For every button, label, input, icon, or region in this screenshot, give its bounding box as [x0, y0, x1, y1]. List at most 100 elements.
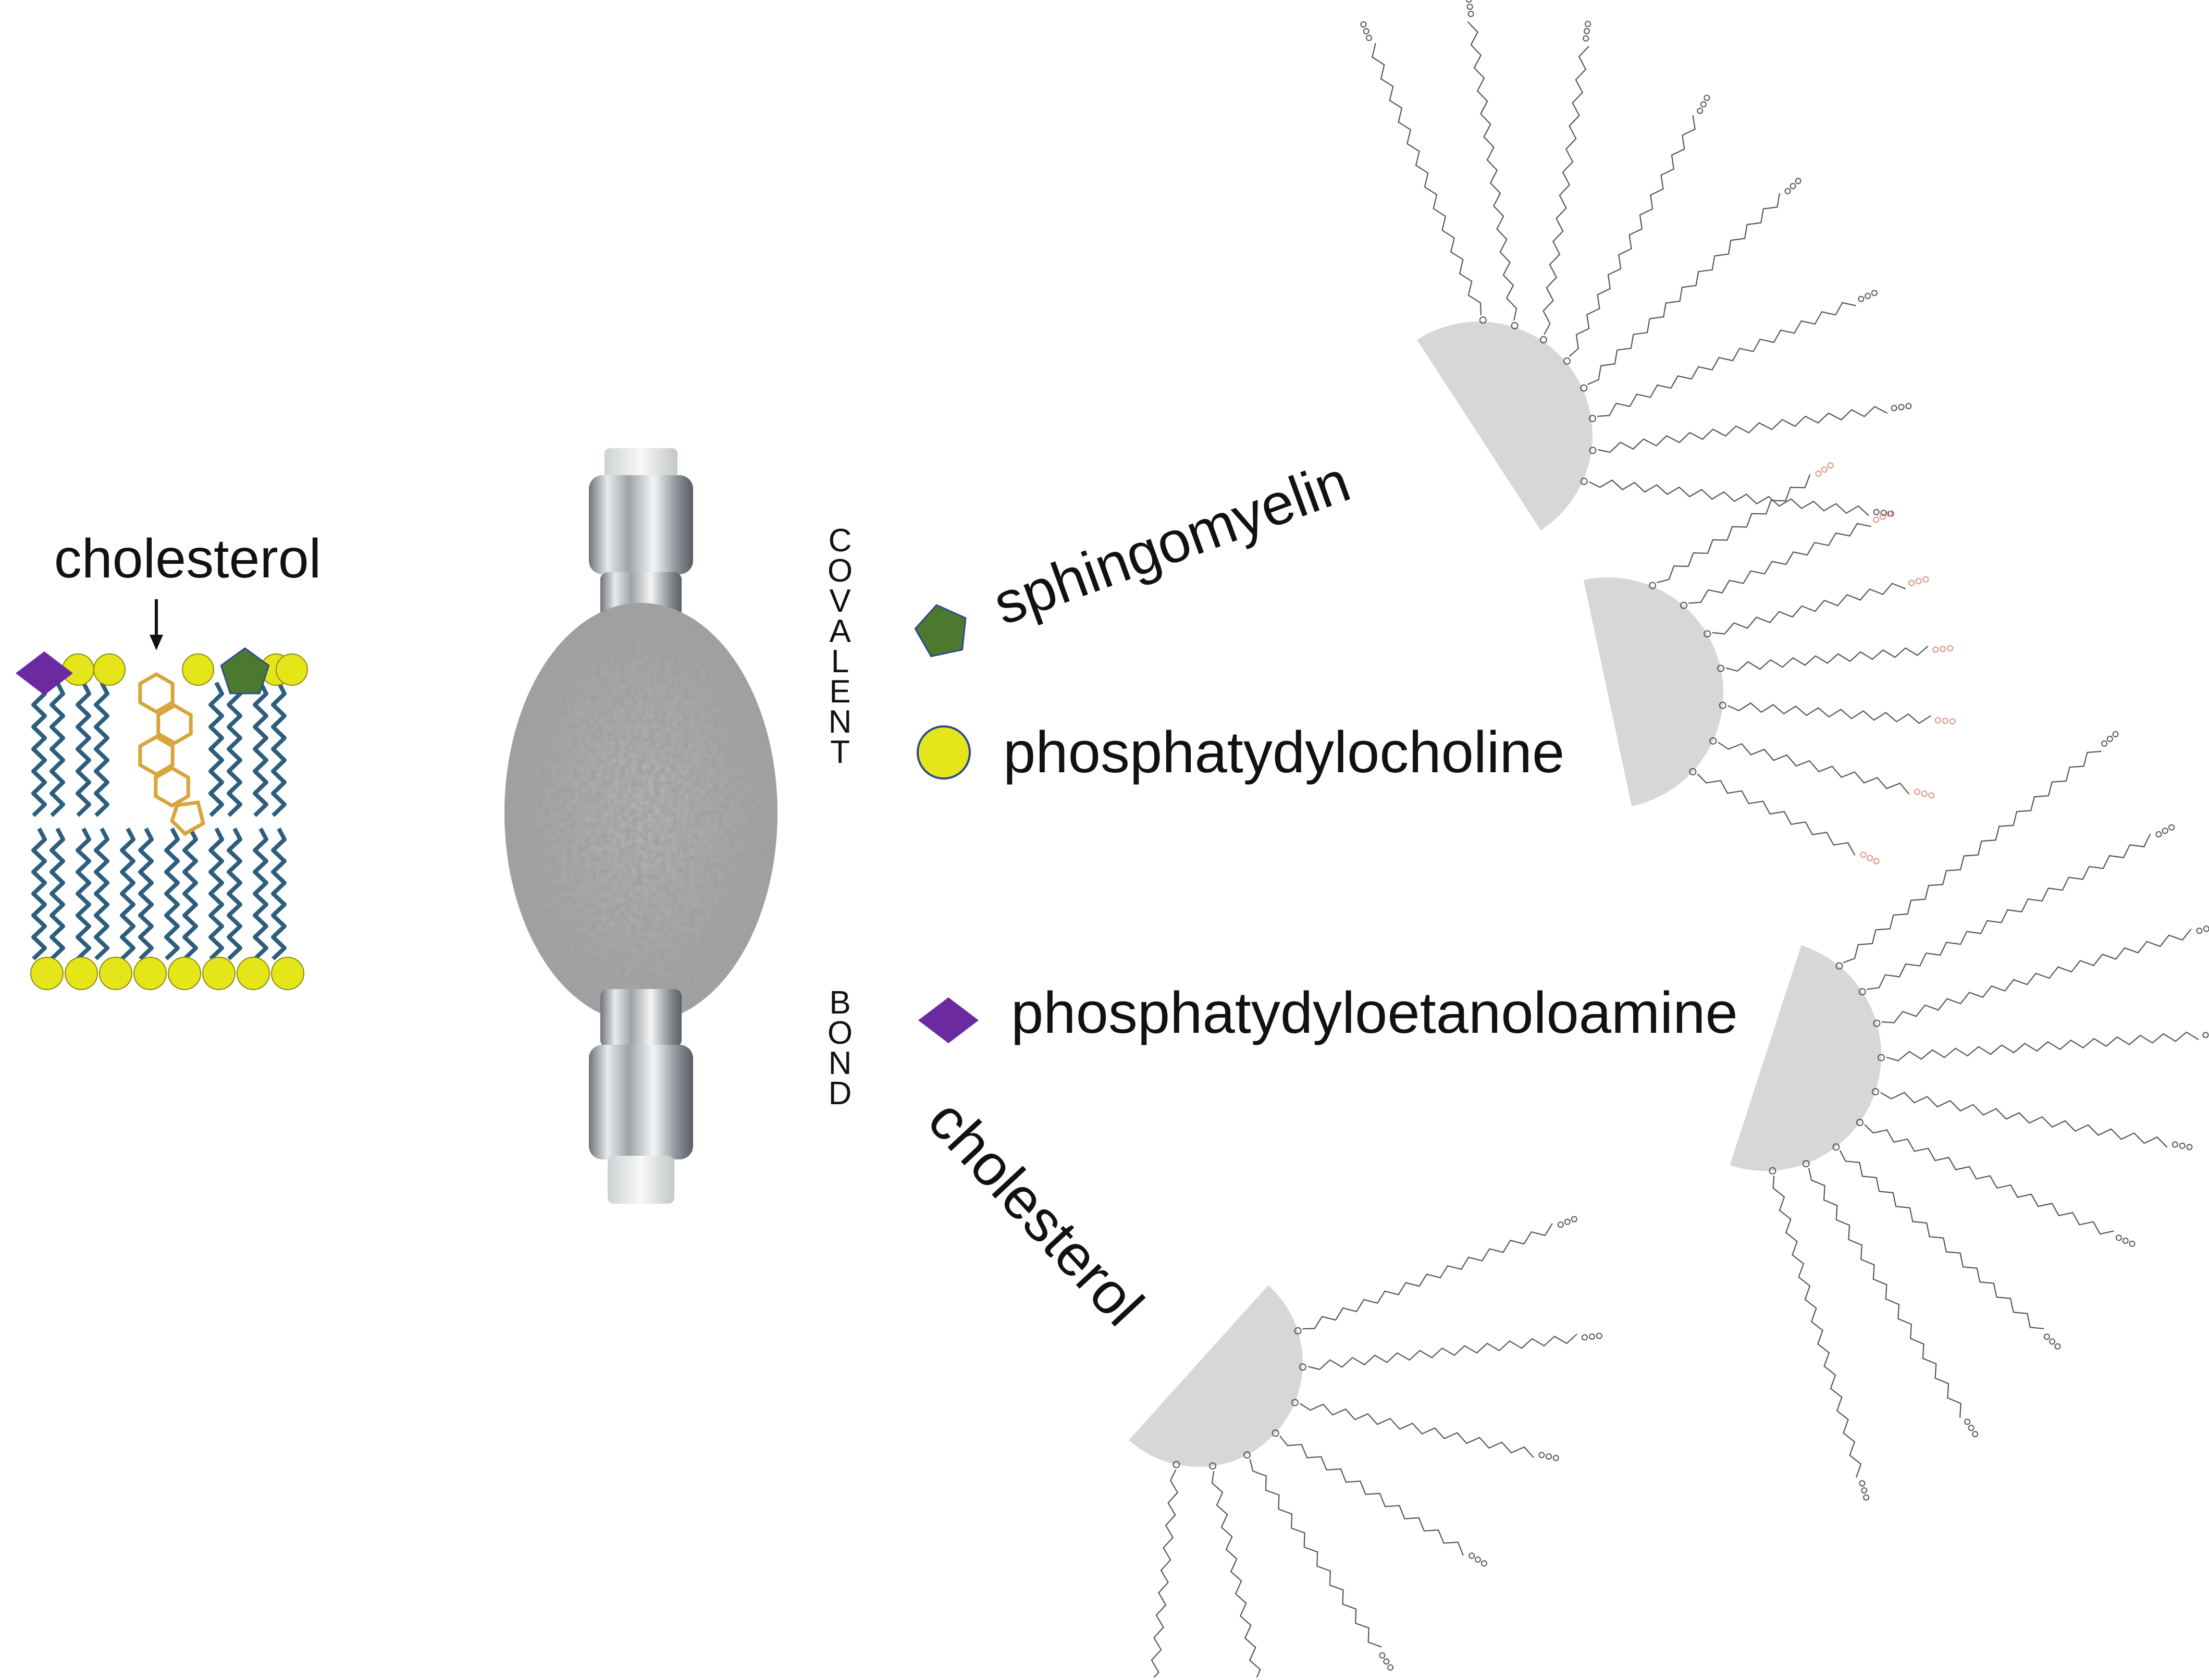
- vertical-letter: T: [830, 734, 850, 770]
- vertical-letter: O: [828, 1015, 853, 1051]
- lipid-tail-lower: [271, 827, 287, 960]
- lipid-chain: [1719, 701, 1956, 725]
- lipid-tail-lower: [164, 827, 180, 960]
- silica-particle: [1129, 1285, 1303, 1467]
- lipid-chain: [1832, 1143, 2061, 1350]
- lipid-tail-lower: [208, 827, 224, 960]
- column-bottom-cap: [608, 1156, 674, 1204]
- lipid-bilayer-diagram: cholesterol: [16, 528, 321, 990]
- silica-particle: [1730, 945, 1881, 1171]
- lipid-chain: [1272, 1429, 1487, 1567]
- lipid-chain: [1704, 576, 1929, 638]
- pentagon-icon: [914, 604, 967, 658]
- lipid-chain: [1858, 824, 2175, 996]
- circle-icon: [917, 725, 971, 780]
- lipid-chain: [1835, 731, 2119, 970]
- column-bottom-fitting: [589, 1045, 693, 1159]
- lipid-tail-upper: [31, 682, 47, 817]
- lipid-tail-lower: [253, 827, 268, 960]
- down-arrow-icon: [150, 599, 163, 650]
- column-top-fitting: [589, 475, 693, 574]
- lipid-tail-upper: [253, 682, 268, 817]
- lipid-head-upper: [182, 653, 214, 686]
- legend-phosphatydyloetanoloamine-label: phosphatydyloetanoloamine: [1011, 980, 1738, 1045]
- lipid-chain: [1871, 1088, 2193, 1151]
- lipid-chain: [1243, 1451, 1394, 1671]
- lipid-tail-lower: [76, 827, 91, 960]
- lipid-chain: [1769, 1167, 1870, 1501]
- legend-sphingomyelin-label: sphingomyelin: [985, 448, 1358, 637]
- lipid-tail-lower: [138, 827, 154, 960]
- lipid-chain: [1589, 403, 1912, 454]
- lipid-tail-upper: [227, 682, 242, 817]
- lipid-chain: [1680, 510, 1893, 609]
- lipid-chain: [1291, 1399, 1559, 1461]
- vertical-letter: A: [829, 613, 851, 649]
- lipid-tail-lower: [227, 827, 242, 960]
- lipid-chain: [1689, 768, 1880, 864]
- vertical-letter: B: [829, 985, 850, 1021]
- lipid-head-lower: [133, 957, 167, 990]
- lipid-head-lower: [168, 957, 201, 990]
- diamond-icon: [918, 997, 979, 1043]
- lipid-chain: [1209, 1462, 1261, 1680]
- membrane-diamond-icon: [16, 651, 73, 695]
- lipid-chain: [1563, 94, 1710, 365]
- lipid-head-lower: [99, 957, 132, 990]
- lipid-chain: [1649, 462, 1834, 589]
- lipid-chain: [1294, 1216, 1577, 1335]
- vertical-letter: V: [829, 583, 851, 619]
- legend-phosphatydylocholine-label: phosphatydylocholine: [1003, 720, 1564, 785]
- lipid-tail-lower: [182, 827, 198, 960]
- lipid-chain: [1717, 645, 1954, 672]
- column-top-cap: [604, 448, 677, 479]
- lipid-tail-lower: [31, 827, 47, 960]
- silica-particle: [1417, 322, 1593, 530]
- lipid-head-upper: [93, 653, 126, 686]
- membrane-cholesterol-label: cholesterol: [54, 528, 322, 589]
- lipid-head-lower: [271, 957, 304, 990]
- lipid-head-lower: [202, 957, 236, 990]
- lipid-tail-upper: [76, 682, 91, 817]
- cholesterol-ring-icon: [138, 672, 206, 836]
- legend-cholesterol-label: cholesterol: [916, 1087, 1156, 1338]
- vertical-letter: N: [829, 1045, 852, 1081]
- lipid-tail-upper: [271, 682, 287, 817]
- lipid-chain: [1856, 1119, 2136, 1247]
- vertical-letter: O: [828, 553, 853, 589]
- vertical-letter: N: [829, 704, 852, 740]
- lipid-tail-upper: [50, 682, 65, 817]
- lipid-head-lower: [65, 957, 98, 990]
- lipid-chain: [1878, 1031, 2209, 1061]
- lipid-tail-upper: [208, 682, 224, 817]
- lipid-chain: [1299, 1332, 1602, 1371]
- membrane-pentagon-icon: [220, 647, 270, 695]
- vertical-letter: E: [829, 674, 850, 710]
- lipid-chain: [1580, 477, 1894, 517]
- lipid-head-upper: [276, 653, 308, 686]
- lipid-tail-upper: [94, 682, 109, 817]
- functionalized-particles: [1129, 0, 2209, 1680]
- lipid-chain: [1580, 178, 1801, 392]
- lipid-chain: [1873, 925, 2209, 1027]
- vertical-letter: L: [831, 644, 849, 680]
- lipid-tail-lower: [120, 827, 135, 960]
- lipid-chain: [1539, 21, 1591, 343]
- lipid-tail-lower: [50, 827, 65, 960]
- lipid-chain: [1465, 0, 1519, 329]
- lipid-chain: [1709, 737, 1935, 799]
- lipid-chain: [1802, 1160, 1979, 1438]
- lipid-chain: [1151, 1461, 1180, 1680]
- chromatography-column-image: [504, 448, 778, 1204]
- silica-particle: [1583, 577, 1723, 807]
- vertical-letter: D: [829, 1076, 852, 1111]
- lipid-tails: [31, 682, 287, 960]
- column-bottom-neck: [600, 989, 682, 1047]
- lipid-chain: [1589, 290, 1878, 423]
- lipid-chain: [1360, 21, 1487, 324]
- lipid-head-lower: [237, 957, 270, 990]
- lipid-tail-lower: [94, 827, 109, 960]
